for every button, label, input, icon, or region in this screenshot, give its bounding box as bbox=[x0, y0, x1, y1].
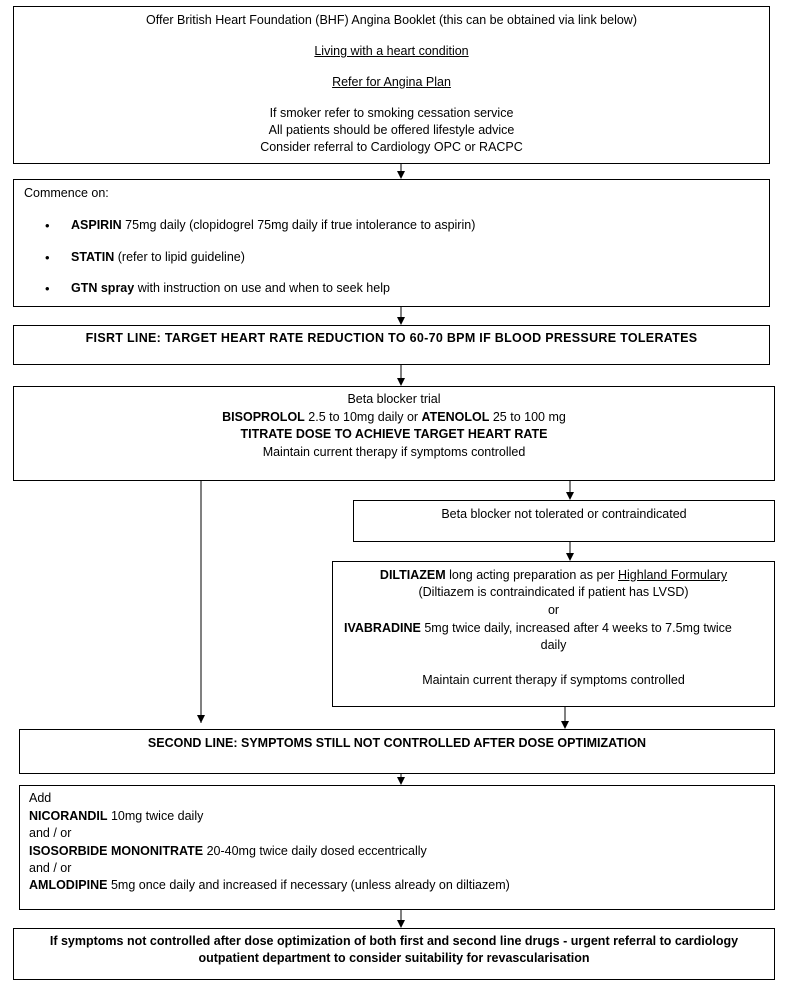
and-or-text-2: and / or bbox=[29, 861, 72, 875]
intro-advice-box: Offer British Heart Foundation (BHF) Ang… bbox=[13, 6, 770, 164]
add-drugs-box: Add NICORANDIL 10mg twice daily and / or… bbox=[19, 785, 775, 910]
highland-formulary-link[interactable]: Highland Formulary bbox=[618, 568, 728, 582]
ivabradine-text: IVABRADINE 5mg twice daily, increased af… bbox=[344, 621, 732, 635]
cardiology-referral-text: Consider referral to Cardiology OPC or R… bbox=[260, 140, 523, 154]
alternative-drugs-box: DILTIAZEM long acting preparation as per… bbox=[332, 561, 775, 707]
second-line-box: SECOND LINE: SYMPTOMS STILL NOT CONTROLL… bbox=[19, 729, 775, 774]
smoking-cessation-text: If smoker refer to smoking cessation ser… bbox=[269, 106, 514, 120]
titrate-dose-text: TITRATE DOSE TO ACHIEVE TARGET HEART RAT… bbox=[240, 427, 548, 441]
diltiazem-contraindication-text: (Diltiazem is contraindicated if patient… bbox=[418, 585, 689, 599]
first-line-box: FISRT LINE: TARGET HEART RATE REDUCTION … bbox=[13, 325, 770, 365]
commence-on-box: Commence on: ASPIRIN 75mg daily (clopido… bbox=[13, 179, 770, 307]
list-item: GTN spray with instruction on use and wh… bbox=[45, 280, 390, 297]
isosorbide-text: ISOSORBIDE MONONITRATE 20-40mg twice dai… bbox=[29, 844, 427, 858]
first-line-heading: FISRT LINE: TARGET HEART RATE REDUCTION … bbox=[85, 331, 698, 345]
commence-on-label: Commence on: bbox=[24, 186, 109, 200]
urgent-referral-line2: outpatient department to consider suitab… bbox=[198, 951, 590, 965]
living-with-heart-condition-link[interactable]: Living with a heart condition bbox=[314, 44, 469, 58]
maintain-therapy-text-2: Maintain current therapy if symptoms con… bbox=[422, 673, 685, 687]
lifestyle-advice-text: All patients should be offered lifestyle… bbox=[268, 123, 515, 137]
add-label: Add bbox=[29, 791, 52, 805]
urgent-referral-box: If symptoms not controlled after dose op… bbox=[13, 928, 775, 980]
not-tolerated-box: Beta blocker not tolerated or contraindi… bbox=[353, 500, 775, 542]
list-item: STATIN (refer to lipid guideline) bbox=[45, 249, 245, 266]
not-tolerated-text: Beta blocker not tolerated or contraindi… bbox=[441, 507, 687, 521]
list-item: ASPIRIN 75mg daily (clopidogrel 75mg dai… bbox=[45, 217, 475, 234]
or-text: or bbox=[547, 603, 560, 617]
refer-angina-plan-link[interactable]: Refer for Angina Plan bbox=[332, 75, 451, 89]
nicorandil-text: NICORANDIL 10mg twice daily bbox=[29, 809, 204, 823]
beta-blocker-box: Beta blocker trial BISOPROLOL 2.5 to 10m… bbox=[13, 386, 775, 481]
beta-blocker-trial-text: Beta blocker trial bbox=[347, 392, 441, 406]
second-line-heading: SECOND LINE: SYMPTOMS STILL NOT CONTROLL… bbox=[147, 736, 647, 750]
urgent-referral-line1: If symptoms not controlled after dose op… bbox=[49, 934, 739, 948]
and-or-text: and / or bbox=[29, 826, 72, 840]
amlodipine-text: AMLODIPINE 5mg once daily and increased … bbox=[29, 878, 510, 892]
bhf-booklet-text: Offer British Heart Foundation (BHF) Ang… bbox=[146, 13, 637, 27]
ivabradine-text-cont: daily bbox=[540, 638, 567, 652]
bisoprolol-atenolol-text: BISOPROLOL 2.5 to 10mg daily or ATENOLOL… bbox=[222, 410, 566, 424]
maintain-therapy-text: Maintain current therapy if symptoms con… bbox=[262, 445, 526, 459]
diltiazem-text: DILTIAZEM long acting preparation as per… bbox=[379, 568, 728, 582]
